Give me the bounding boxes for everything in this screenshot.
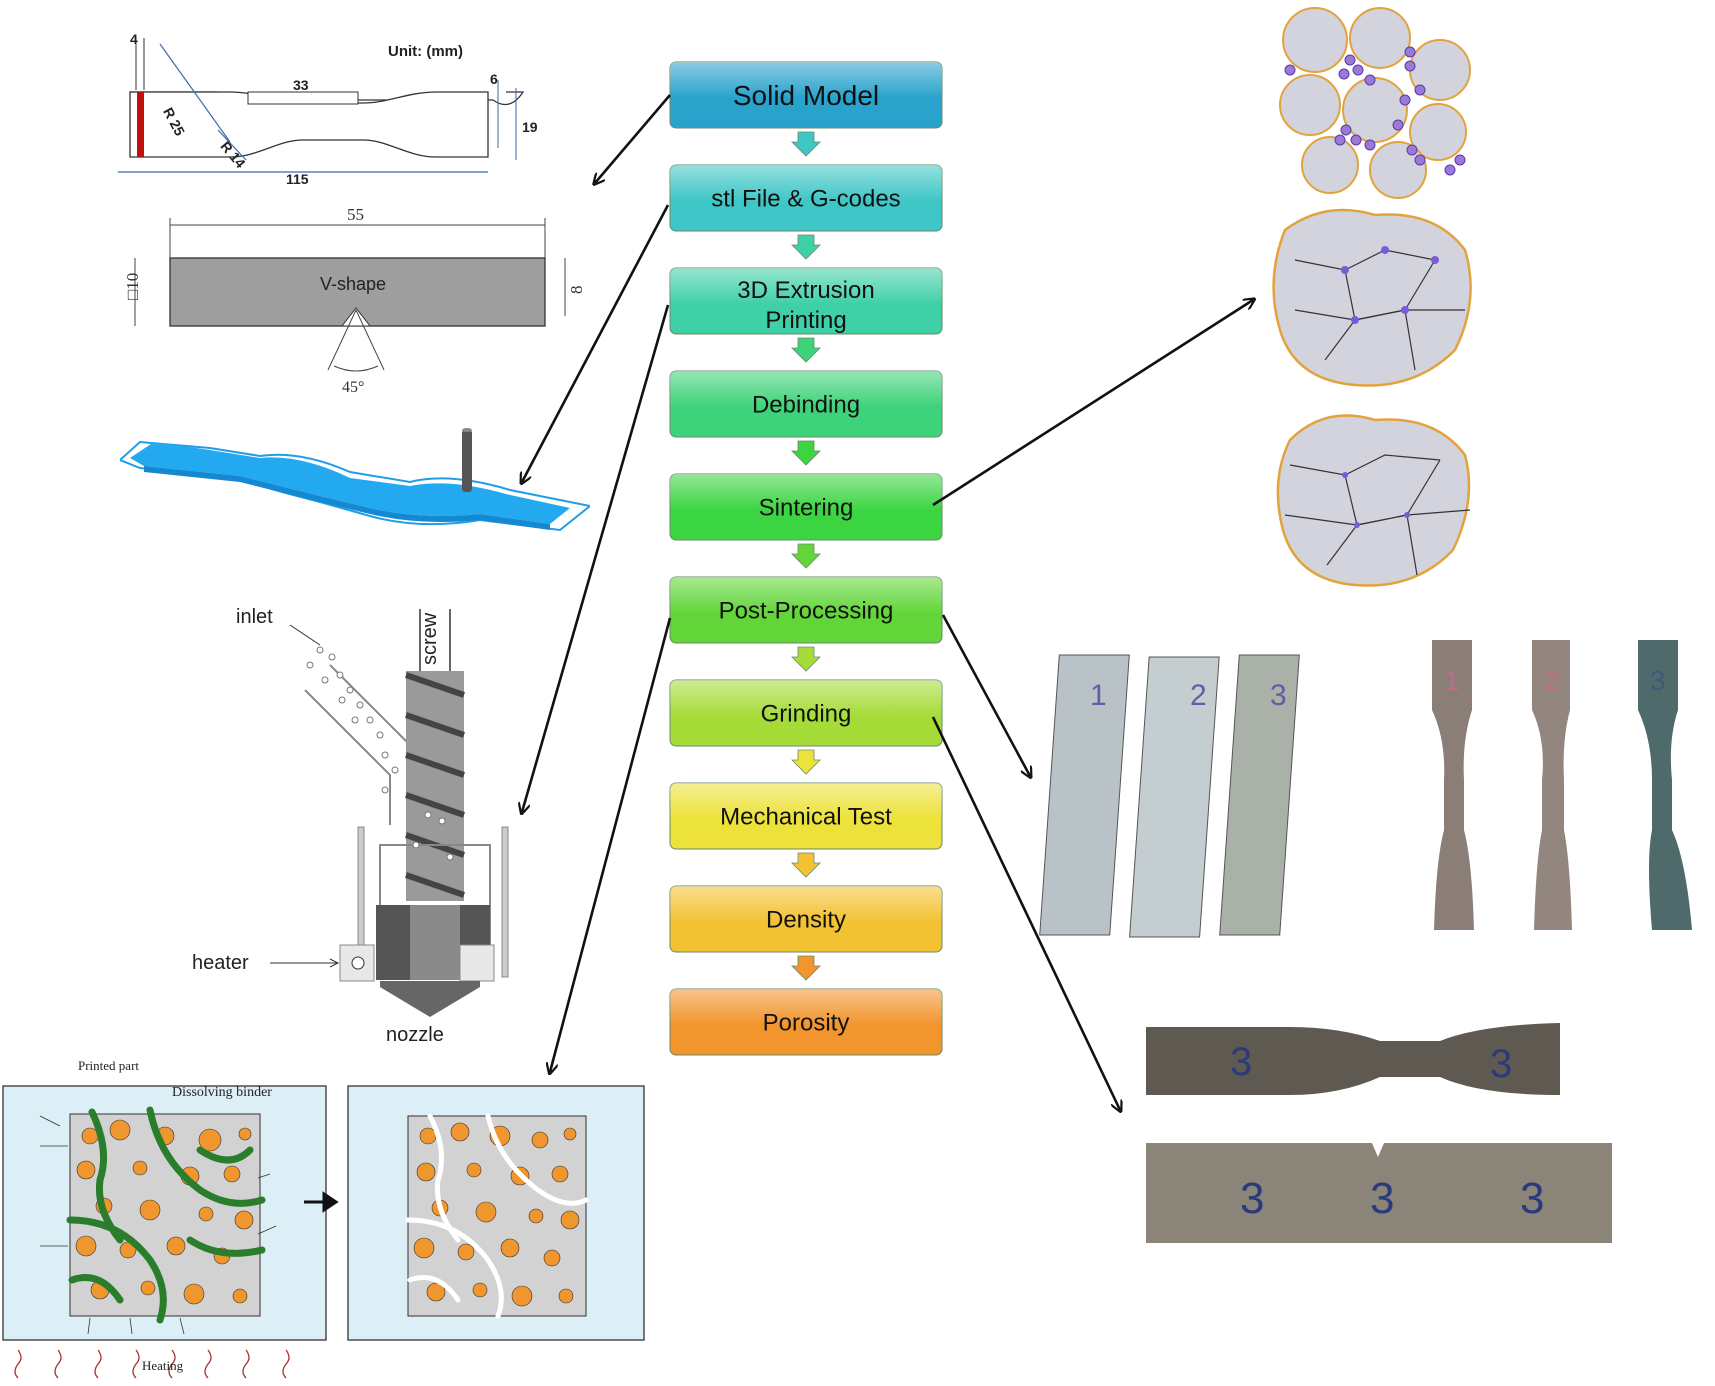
flow-step-label: Solid Model xyxy=(733,80,879,111)
dissolving-binder-label: Dissolving binder xyxy=(172,1085,272,1100)
flow-step-label: Mechanical Test xyxy=(720,803,892,830)
flow-step-gloss xyxy=(670,577,942,643)
charpy-specimens-photo: 1 2 3 xyxy=(1039,654,1300,938)
unit-label: Unit: (mm) xyxy=(388,43,463,60)
dim-115: 115 xyxy=(286,171,309,187)
ground-mark-d: 3 xyxy=(1370,1174,1394,1223)
ground-mark-a: 3 xyxy=(1230,1040,1252,1084)
nozzle-label: nozzle xyxy=(386,1024,444,1046)
flow-down-arrow xyxy=(791,131,821,157)
arrow-solid-model xyxy=(595,94,671,183)
arrow-post-processing-right xyxy=(941,614,1030,776)
flow-down-arrow xyxy=(791,852,821,878)
flow-step-9: Density xyxy=(669,885,943,953)
flow-step-label-line2: Printing xyxy=(765,307,846,334)
heater-label: heater xyxy=(192,952,249,974)
dim-10: □10 xyxy=(123,273,142,300)
charpy-mark-3: 3 xyxy=(1270,679,1287,712)
flow-down-arrow xyxy=(791,749,821,775)
flow-step-10: Porosity xyxy=(669,988,943,1056)
sintering-stage-1 xyxy=(1279,7,1471,199)
flow-step-6: Post-Processing xyxy=(669,576,943,644)
flow-down-arrow xyxy=(791,337,821,363)
sintering-stage-2 xyxy=(1272,208,1472,387)
ground-mark-e: 3 xyxy=(1520,1174,1544,1223)
dim-8: 8 xyxy=(567,286,586,295)
screw-extruder-schematic: inlet screw heater nozzle xyxy=(192,606,509,1046)
inlet-label: inlet xyxy=(236,606,273,628)
process-flowchart: Solid Model stl File & G-codes 3D Extrusio… xyxy=(669,61,943,1056)
printed-part-label: Printed part xyxy=(78,1058,139,1073)
debinding-illustration: Printed part Dissolving binder Heating xyxy=(2,1058,645,1379)
screw-label: screw xyxy=(419,612,441,665)
arrow-post-processing-left xyxy=(550,617,672,1072)
tensile-specimen-drawing: 4 Unit: (mm) 33 6 19 R 25 R 14 115 xyxy=(118,31,538,187)
flow-down-arrow xyxy=(791,543,821,569)
charpy-mark-1: 1 xyxy=(1090,679,1107,712)
flow-step-1: Solid Model xyxy=(669,61,943,129)
flow-step-gloss xyxy=(670,989,942,1055)
dim-6: 6 xyxy=(490,71,498,87)
flow-step-label: Post-Processing xyxy=(719,597,894,624)
heating-label: Heating xyxy=(142,1358,184,1373)
flow-step-5: Sintering xyxy=(669,473,943,541)
dim-33: 33 xyxy=(293,77,309,93)
tensile-mark-3: 3 xyxy=(1650,665,1666,696)
flow-step-gloss xyxy=(670,680,942,746)
tensile-mark-1: 1 xyxy=(1444,665,1460,696)
flow-step-label: Debinding xyxy=(752,391,860,418)
red-marker xyxy=(137,92,144,157)
v-shape-label: V-shape xyxy=(320,274,386,294)
flow-step-label: stl File & G-codes xyxy=(711,185,900,212)
ground-specimens-photo: 3 3 3 3 3 xyxy=(1146,1023,1612,1243)
tensile-mark-2: 2 xyxy=(1544,665,1560,696)
flow-down-arrow xyxy=(791,646,821,672)
flow-step-gloss xyxy=(670,886,942,952)
ground-mark-b: 3 xyxy=(1490,1042,1512,1086)
flow-step-gloss xyxy=(670,268,942,334)
angle-45: 45° xyxy=(342,379,364,396)
flow-step-gloss xyxy=(670,783,942,849)
flow-down-arrow xyxy=(791,440,821,466)
flow-step-2: stl File & G-codes xyxy=(669,164,943,232)
flow-step-4: Debinding xyxy=(669,370,943,438)
charpy-specimen-drawing: 55 V-shape □10 8 45° xyxy=(123,205,586,396)
sintering-stage-3 xyxy=(1276,414,1471,587)
tensile-specimens-photo: 1 2 3 xyxy=(1432,640,1692,930)
flow-step-7: Grinding xyxy=(669,679,943,747)
flow-step-gloss xyxy=(670,165,942,231)
flow-down-arrow xyxy=(791,234,821,260)
dim-19: 19 xyxy=(522,119,538,135)
arrow-sintering xyxy=(932,300,1253,507)
flow-step-label: Density xyxy=(766,906,846,933)
flow-step-label: Porosity xyxy=(763,1009,850,1036)
flow-step-8: Mechanical Test xyxy=(669,782,943,850)
dim-4: 4 xyxy=(130,31,138,47)
flow-step-gloss xyxy=(670,62,942,128)
sliced-model-render xyxy=(120,428,590,532)
flow-down-arrow xyxy=(791,955,821,981)
charpy-mark-2: 2 xyxy=(1190,679,1207,712)
flow-step-label: Grinding xyxy=(761,700,852,727)
ground-mark-c: 3 xyxy=(1240,1174,1264,1223)
flow-step-gloss xyxy=(670,474,942,540)
flow-step-label: 3D Extrusion xyxy=(737,277,874,304)
dim-55: 55 xyxy=(347,205,364,224)
flow-step-label: Sintering xyxy=(759,494,854,521)
flow-step-gloss xyxy=(670,371,942,437)
